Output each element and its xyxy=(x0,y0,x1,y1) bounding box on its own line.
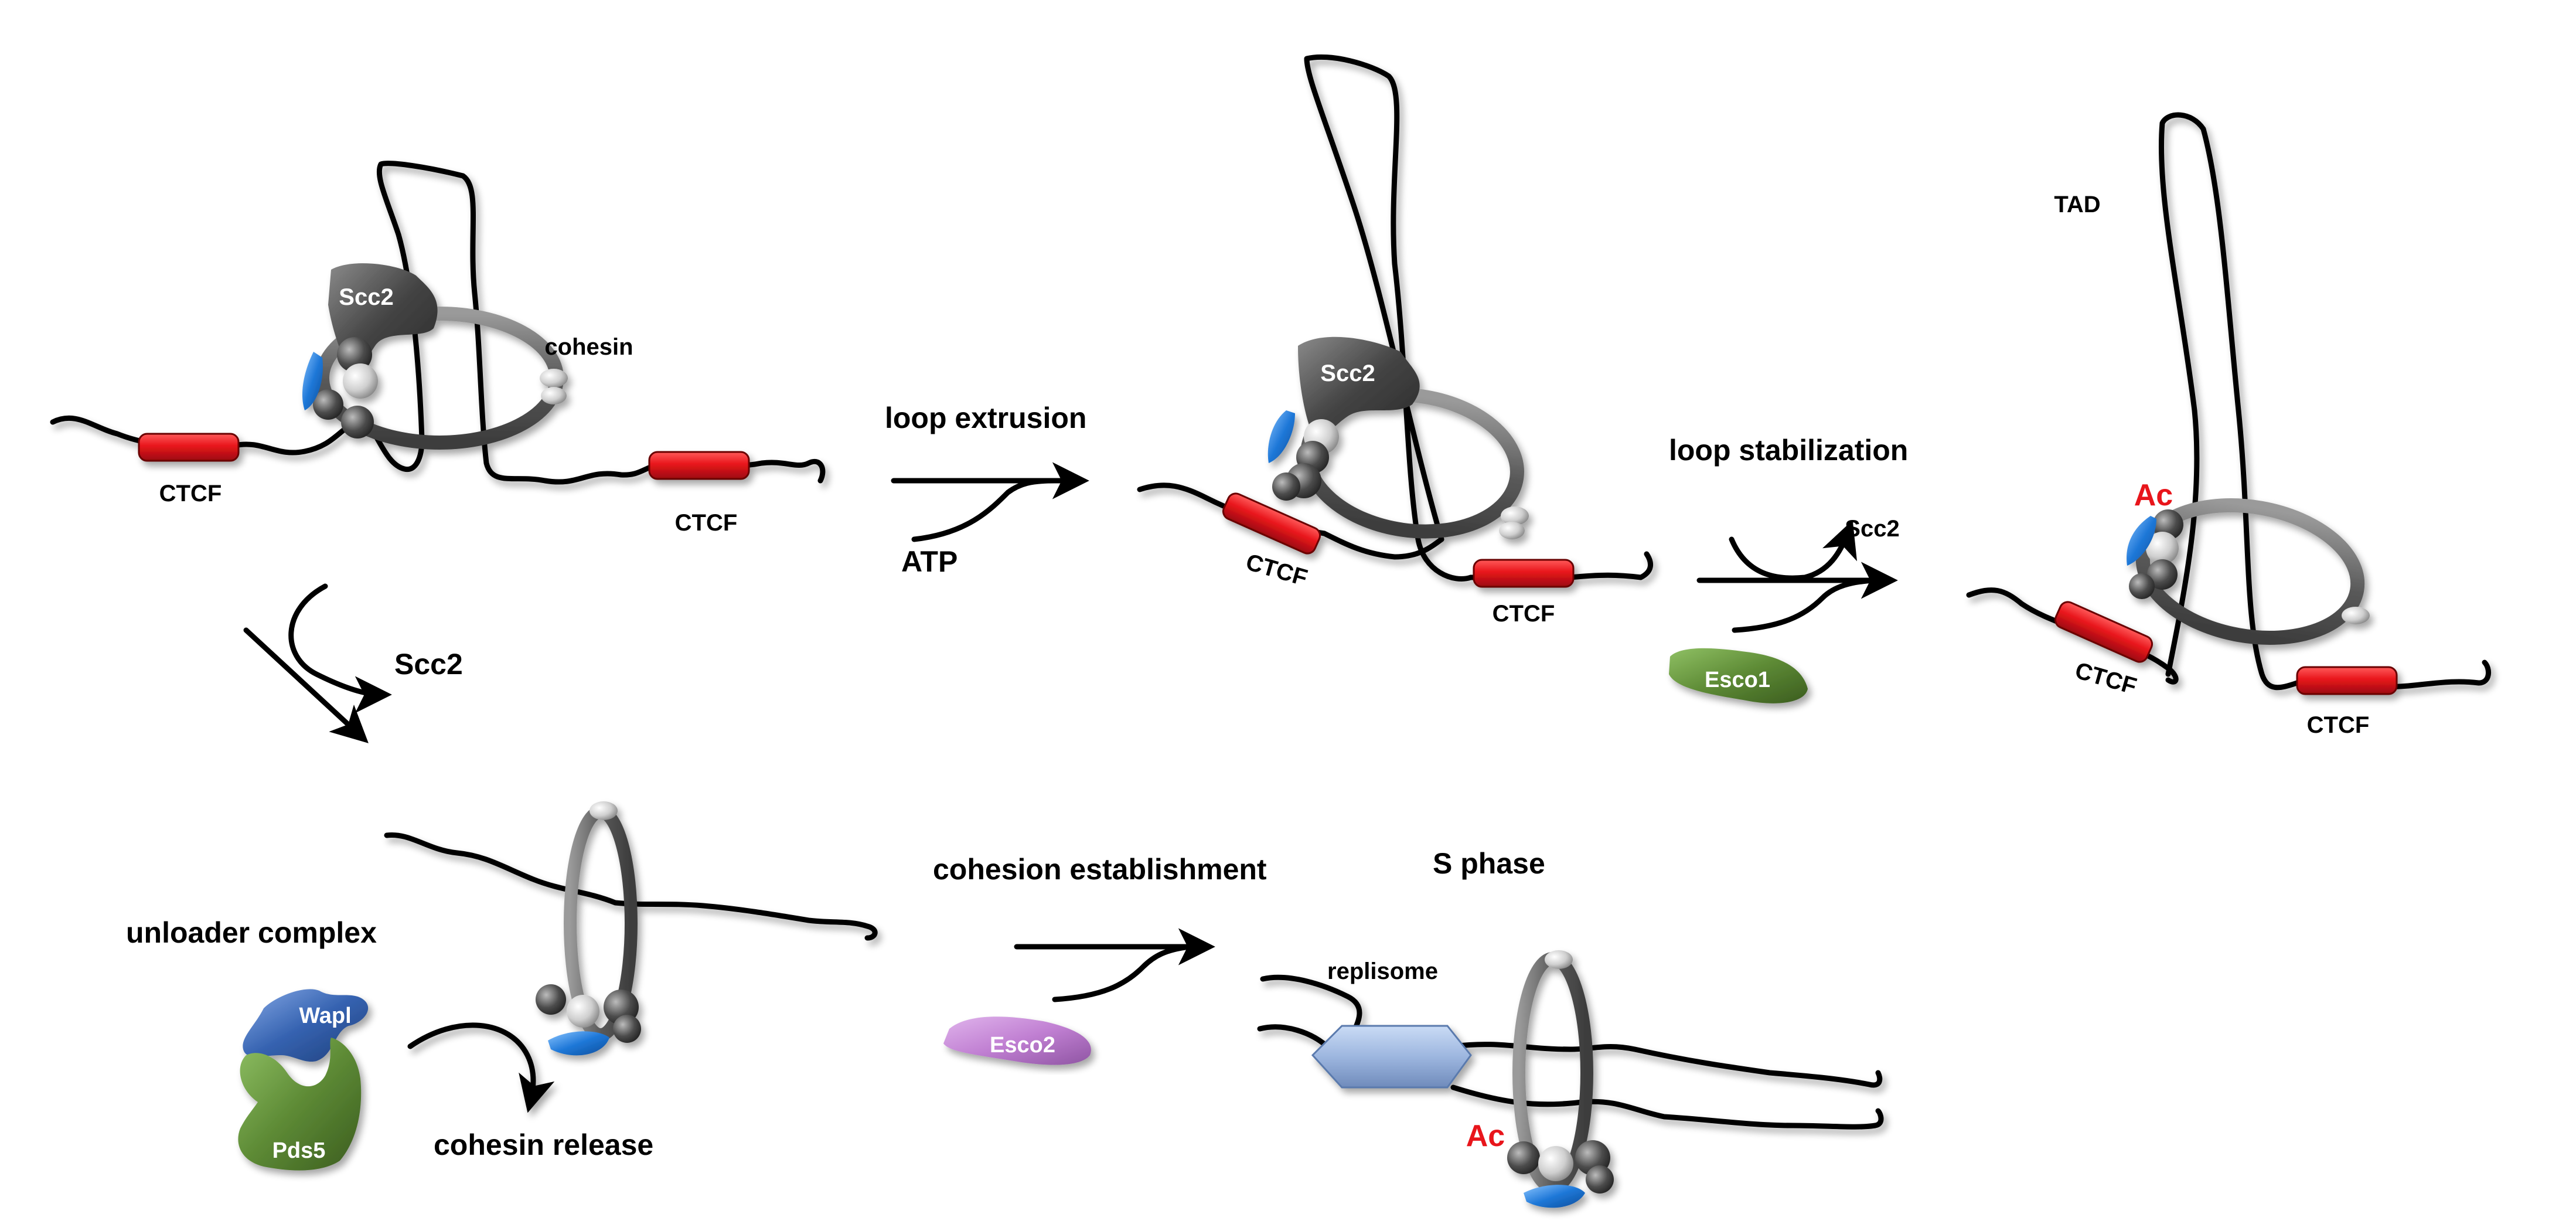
blue-subunit xyxy=(302,352,323,410)
dna-loop xyxy=(376,161,677,485)
label-ctcf-extruding-right: CTCF xyxy=(1493,601,1555,627)
cohesin-head-sphase-b xyxy=(1538,1146,1573,1181)
label-ctcf-extruding-left: CTCF xyxy=(1243,549,1310,591)
ctcf-site-left-2 xyxy=(1222,492,1321,555)
cohesin-hinge-2-b xyxy=(1499,522,1525,539)
label-ctcf-load-right: CTCF xyxy=(675,510,738,536)
ctcf-site-right xyxy=(648,451,750,480)
cohesin-head-3-b xyxy=(2146,532,2179,565)
cohesin-head-smc3-b xyxy=(341,406,374,438)
blue-subunit-3 xyxy=(2127,516,2156,566)
cohesin-head-3-c xyxy=(2147,559,2178,590)
label-scc2-extruding: Scc2 xyxy=(1320,361,1375,386)
label-tad: TAD xyxy=(2054,192,2100,217)
step-loop-extrusion xyxy=(891,462,1089,542)
dna-loop-2 xyxy=(1304,54,1474,582)
cohesin-head-sphase-d xyxy=(1586,1165,1614,1194)
cohesin-hinge-unloader xyxy=(590,801,618,820)
label-unloader-complex: unloader complex xyxy=(126,916,377,949)
blue-subunit-unloader xyxy=(548,1031,609,1056)
label-pds5: Pds5 xyxy=(272,1138,326,1163)
cohesin-head-2-d xyxy=(1272,472,1300,501)
label-ctcf-tad-left: CTCF xyxy=(2072,658,2139,700)
label-cohesin-release: cohesin release xyxy=(434,1128,653,1161)
step-cohesion-establishment xyxy=(943,928,1215,1065)
dna-strand-left xyxy=(50,415,425,472)
cohesin-head-unloader-d xyxy=(613,1015,641,1043)
label-scc2-release: Scc2 xyxy=(394,648,463,681)
blue-subunit-2 xyxy=(1267,410,1295,463)
ctcf-site-left-3 xyxy=(2054,601,2154,663)
cohesin-hinge-sphase xyxy=(1545,950,1573,969)
panel-s-phase xyxy=(1257,950,1884,1208)
atp-input-arrow xyxy=(911,478,1058,542)
dna-strand-upstream-a xyxy=(1260,974,1362,1035)
label-acetyl-sphase: Ac xyxy=(1466,1119,1505,1153)
label-ctcf-load-left: CTCF xyxy=(159,481,222,506)
panel-loop-extruding xyxy=(1137,54,1653,588)
cohesin-head-smc1 xyxy=(337,337,372,372)
label-esco1: Esco1 xyxy=(1705,668,1770,692)
label-loop-extrusion: loop extrusion xyxy=(885,402,1086,434)
wapl-protein xyxy=(243,989,369,1062)
ctcf-site-left xyxy=(138,433,240,462)
cohesin-hinge-2 xyxy=(541,387,567,404)
cohesin-head-kleisin xyxy=(343,363,378,399)
label-cohesion-establishment: cohesion establishment xyxy=(933,853,1267,886)
cohesin-hinge-2-a xyxy=(1501,506,1529,525)
label-acetyl-tad: Ac xyxy=(2134,478,2173,512)
dna-sister-top xyxy=(1450,1042,1883,1088)
step-scc2-release xyxy=(243,583,392,743)
cohesin-hinge xyxy=(540,369,568,387)
ctcf-site-right-2 xyxy=(1473,559,1575,588)
dna-strand-unloader xyxy=(384,832,878,941)
cohesin-head-unloader-b xyxy=(567,995,599,1028)
blue-subunit-sphase xyxy=(1524,1185,1585,1208)
label-loop-stabilization: loop stabilization xyxy=(1669,434,1908,467)
dna-sister-bottom xyxy=(1450,1084,1884,1130)
cohesin-head-3-d xyxy=(2129,573,2155,599)
label-esco2: Esco2 xyxy=(990,1033,1055,1058)
cohesin-release-arrow xyxy=(407,1022,555,1113)
label-cohesin: cohesin xyxy=(544,334,633,360)
label-s-phase: S phase xyxy=(1433,847,1545,880)
label-scc2-load: Scc2 xyxy=(339,284,393,310)
label-ctcf-tad-right: CTCF xyxy=(2307,712,2370,738)
cohesin-head-smc3 xyxy=(313,389,343,420)
panel-unloader xyxy=(238,801,878,1171)
label-scc2-released: Scc2 xyxy=(1845,516,1899,542)
label-wapl: Wapl xyxy=(299,1004,351,1028)
release-diagonal-arrow xyxy=(243,627,369,743)
label-replisome: replisome xyxy=(1327,958,1438,984)
panel-tad xyxy=(1966,112,2491,695)
pds5-protein xyxy=(238,1038,362,1171)
replisome xyxy=(1311,1025,1472,1089)
esco1-enzyme xyxy=(1669,648,1808,703)
step-loop-stabilization xyxy=(1669,520,1898,703)
cohesin-head-unloader-a xyxy=(536,984,566,1015)
cohesin-head-sphase-a xyxy=(1507,1141,1540,1174)
scc2-release-curved-arrow xyxy=(288,583,392,713)
scc2-release-arrow xyxy=(1729,520,1857,581)
cohesin-hinge-3 xyxy=(2342,607,2370,624)
esco2-enzyme xyxy=(943,1016,1091,1065)
panel-cohesin-loading xyxy=(50,161,826,485)
label-atp: ATP xyxy=(901,545,958,578)
esco2-input-arrow xyxy=(1052,944,1192,1002)
scc2-protein-2 xyxy=(1298,336,1420,438)
dna-loop-3 xyxy=(2158,112,2300,691)
esco1-input-arrow xyxy=(1732,577,1878,633)
ctcf-site-right-3 xyxy=(2296,666,2398,695)
